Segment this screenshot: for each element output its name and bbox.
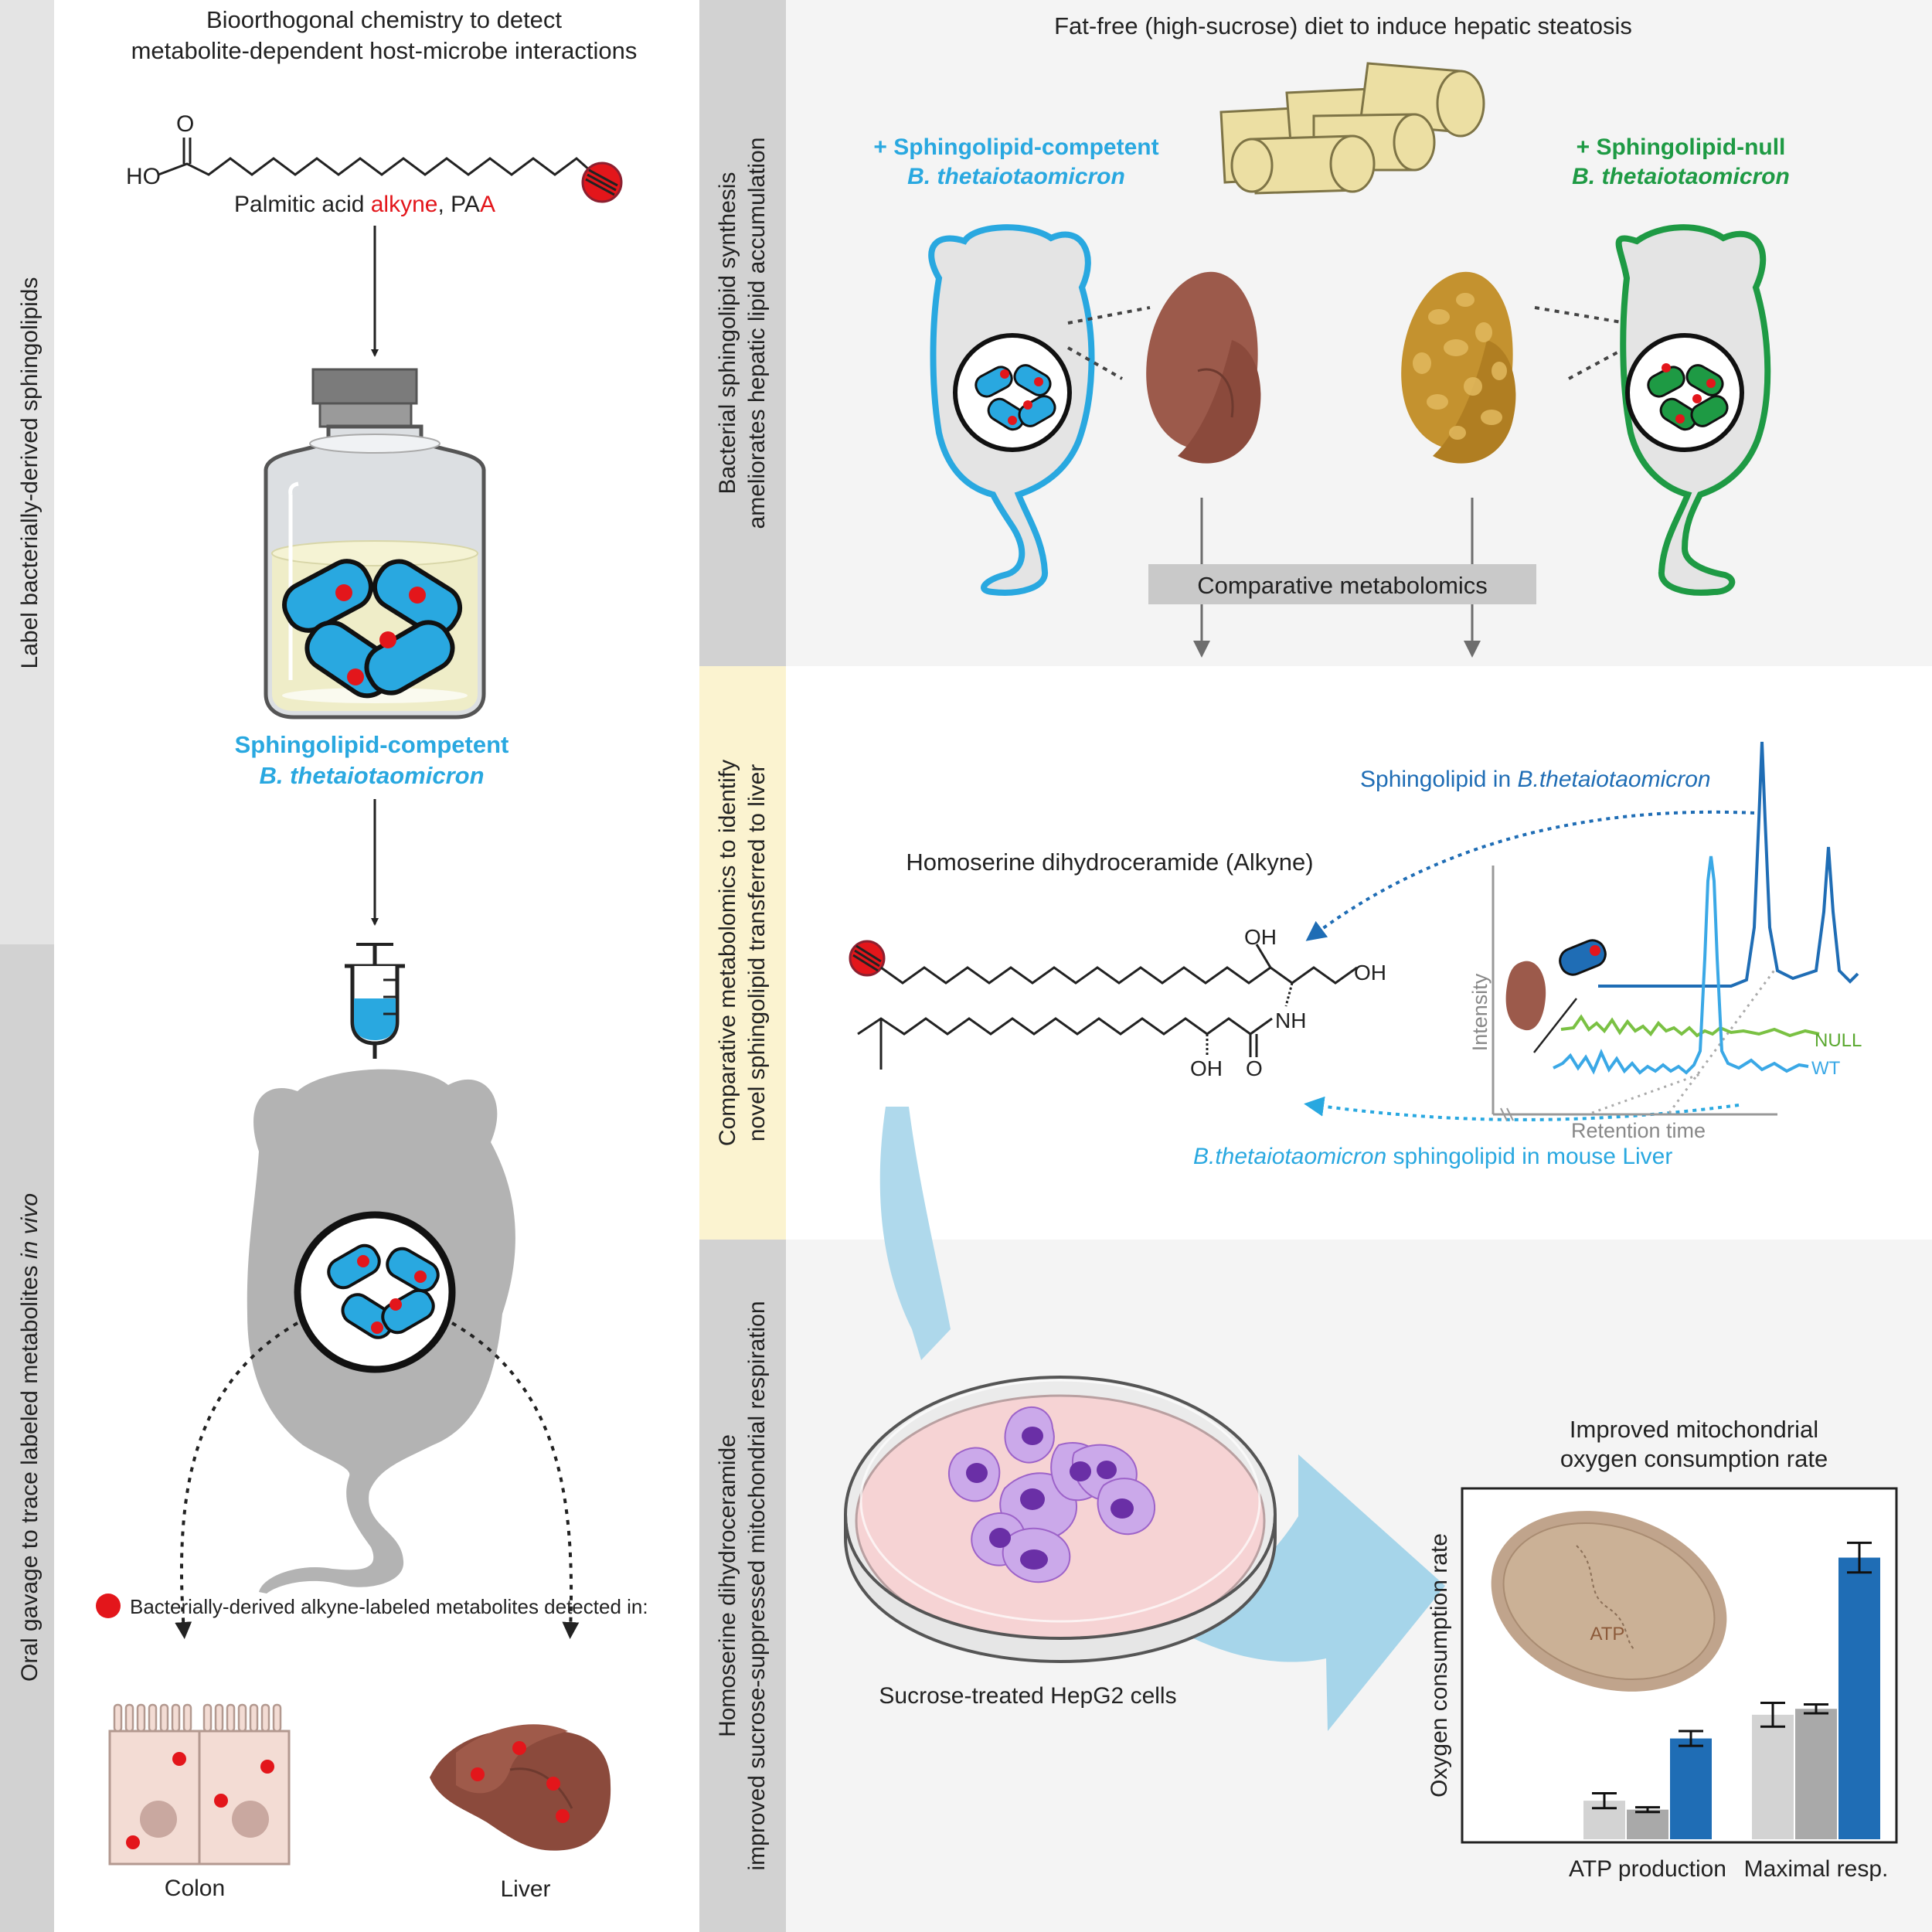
chart-y-label: Oxygen consumption rate [1427, 1533, 1452, 1798]
svg-text:NH: NH [1275, 1009, 1306, 1032]
mouse-competent-icon [928, 224, 1095, 596]
legend-dot-icon [96, 1594, 121, 1618]
bar-atp-production-2 [1627, 1809, 1668, 1839]
top-right-title: Fat-free (high-sucrose) diet to induce h… [1054, 12, 1632, 39]
flow-arrow-to-dish [879, 1107, 951, 1360]
syringe-icon [345, 943, 405, 1059]
sidebar-label-bacterial-synthesis: Bacterial sphingolipid synthesis amelior… [715, 138, 770, 529]
null-label-line1: + Sphingolipid-null [1577, 134, 1786, 160]
trace-null [1560, 1014, 1820, 1038]
bar-atp-production-3 [1670, 1738, 1712, 1839]
fatty-liver-icon [1401, 271, 1516, 464]
bottle-label-line2: B. thetaiotaomicron [259, 762, 484, 789]
trace-wt [1553, 855, 1809, 1075]
mitochondrion-icon: ATP [1491, 1511, 1727, 1692]
bar-maximal-resp--3 [1838, 1557, 1880, 1839]
dotted-connector-left-top [1067, 306, 1151, 325]
chromatogram-x-label: Retention time [1571, 1119, 1706, 1142]
svg-text:O: O [176, 111, 194, 137]
ocr-bar-chart: ATP production Maximal resp. Oxygen consum… [1427, 1533, 1888, 1882]
svg-text:Comparative metabolomics to id: Comparative metabolomics to identify [715, 760, 740, 1146]
sidebar-label-homoserine: Homoserine dihydroceramide improved sucr… [715, 1301, 770, 1870]
colon-cells-icon [108, 1703, 291, 1866]
svg-text:O: O [1246, 1056, 1263, 1080]
food-pellets-icon [1219, 62, 1485, 195]
top-right-sidebar [699, 0, 786, 666]
left-title-line1: Bioorthogonal chemistry to detect [206, 6, 562, 33]
x-tick-atp-production: ATP production [1569, 1856, 1726, 1882]
svg-text:HO: HO [126, 164, 161, 189]
x-tick-maximal-resp-: Maximal resp. [1744, 1856, 1889, 1882]
dihydroceramide-structure: OH OH NH OH O [849, 925, 1386, 1080]
chart-title-line1: Improved mitochondrial [1570, 1416, 1818, 1443]
svg-text:Homoserine dihydroceramide: Homoserine dihydroceramide [715, 1434, 740, 1737]
liver-icon [430, 1724, 611, 1851]
svg-text:Bacterial sphingolipid synthes: Bacterial sphingolipid synthesis [715, 172, 740, 495]
sidebar-label-oral-gavage: Oral gavage to trace labeled metabolites… [17, 1193, 43, 1682]
error-bar-maximal-resp--2 [1804, 1702, 1828, 1715]
dish-label: Sucrose-treated HepG2 cells [879, 1683, 1176, 1709]
left-sidebar-bottom [0, 944, 54, 1932]
mouse-gavage-icon [247, 1069, 515, 1594]
competent-label-line2: B. thetaiotaomicron [907, 164, 1125, 189]
svg-text:novel sphingolipid transferred: novel sphingolipid transferred to liver [744, 764, 770, 1142]
hepg2-cells-icon [948, 1406, 1156, 1583]
dotted-arrow-liver-to-compound [1304, 1096, 1740, 1121]
chart-title-line2: oxygen consumption rate [1560, 1445, 1828, 1472]
bottle-label-line1: Sphingolipid-competent [235, 731, 509, 758]
colon-label: Colon [165, 1876, 225, 1901]
bottom-sidebar [699, 1240, 786, 1932]
dotted-arrow-to-liver [451, 1321, 580, 1639]
flow-arrow-to-chart [1178, 1454, 1445, 1731]
trace-bacteria [1598, 741, 1859, 988]
error-bar-atp-production-2 [1635, 1806, 1660, 1814]
null-trace-label: NULL [1815, 1030, 1862, 1051]
dotted-arrow-to-colon [175, 1321, 299, 1639]
healthy-liver-icon [1146, 271, 1261, 464]
left-title-line2: metabolite-dependent host-microbe intera… [131, 37, 638, 64]
bacteria-in-bottle [282, 559, 463, 699]
paa-label: Palmitic acid alkyne, PAA [234, 192, 495, 217]
mouse-null-icon [1615, 224, 1771, 596]
svg-text:OH: OH [1244, 925, 1277, 949]
chromatogram-plot: Intensity Retention time NULL WT [1468, 741, 1862, 1142]
bar-maximal-resp--1 [1752, 1714, 1794, 1839]
bar-maximal-resp--2 [1795, 1709, 1837, 1839]
competent-label-line1: + Sphingolipid-competent [873, 134, 1158, 160]
comparative-metabolomics-box [1148, 564, 1536, 604]
atp-label: ATP [1590, 1624, 1625, 1645]
svg-text:improved sucrose-suppressed mi: improved sucrose-suppressed mitochondria… [744, 1301, 770, 1870]
null-label-line2: B. thetaiotaomicron [1572, 164, 1790, 189]
legend-text: Bacterially-derived alkyne-labeled metab… [130, 1595, 648, 1618]
dotted-arrow-bacteria-to-compound [1305, 810, 1755, 941]
error-bar-atp-production-3 [1679, 1730, 1703, 1747]
middle-panel-bg [786, 666, 1932, 1240]
wt-trace-label: WT [1811, 1058, 1841, 1079]
liver-label: Liver [500, 1876, 550, 1902]
liver-sphingolipid-annotation: B.thetaiotaomicron sphingolipid in mouse… [1193, 1144, 1672, 1169]
middle-sidebar [699, 666, 786, 1240]
chromatogram-y-label: Intensity [1468, 973, 1492, 1051]
svg-text:OH: OH [1354, 961, 1386, 985]
left-sidebar-top [0, 0, 54, 944]
error-bar-maximal-resp--3 [1847, 1541, 1872, 1574]
compound-name: Homoserine dihydroceramide (Alkyne) [906, 849, 1313, 876]
error-bar-atp-production-1 [1592, 1792, 1617, 1810]
bacteria-sphingolipid-annotation: Sphingolipid in B.thetaiotaomicron [1360, 767, 1711, 792]
comparative-metabolomics-label: Comparative metabolomics [1197, 572, 1488, 599]
dotted-connector-left-bottom [1067, 346, 1123, 380]
svg-text:OH: OH [1190, 1056, 1223, 1080]
palmitic-acid-structure: HO O [126, 111, 623, 203]
sidebar-label-comparative-metabolomics: Comparative metabolomics to identify nov… [715, 760, 770, 1146]
error-bar-maximal-resp--1 [1760, 1702, 1785, 1728]
sidebar-label-label-sphingolipids: Label bacterially-derived sphingolipids [17, 277, 43, 669]
svg-text:ameliorates hepatic lipid accu: ameliorates hepatic lipid accumulation [744, 138, 770, 529]
dotted-connector-right-bottom [1568, 346, 1627, 380]
